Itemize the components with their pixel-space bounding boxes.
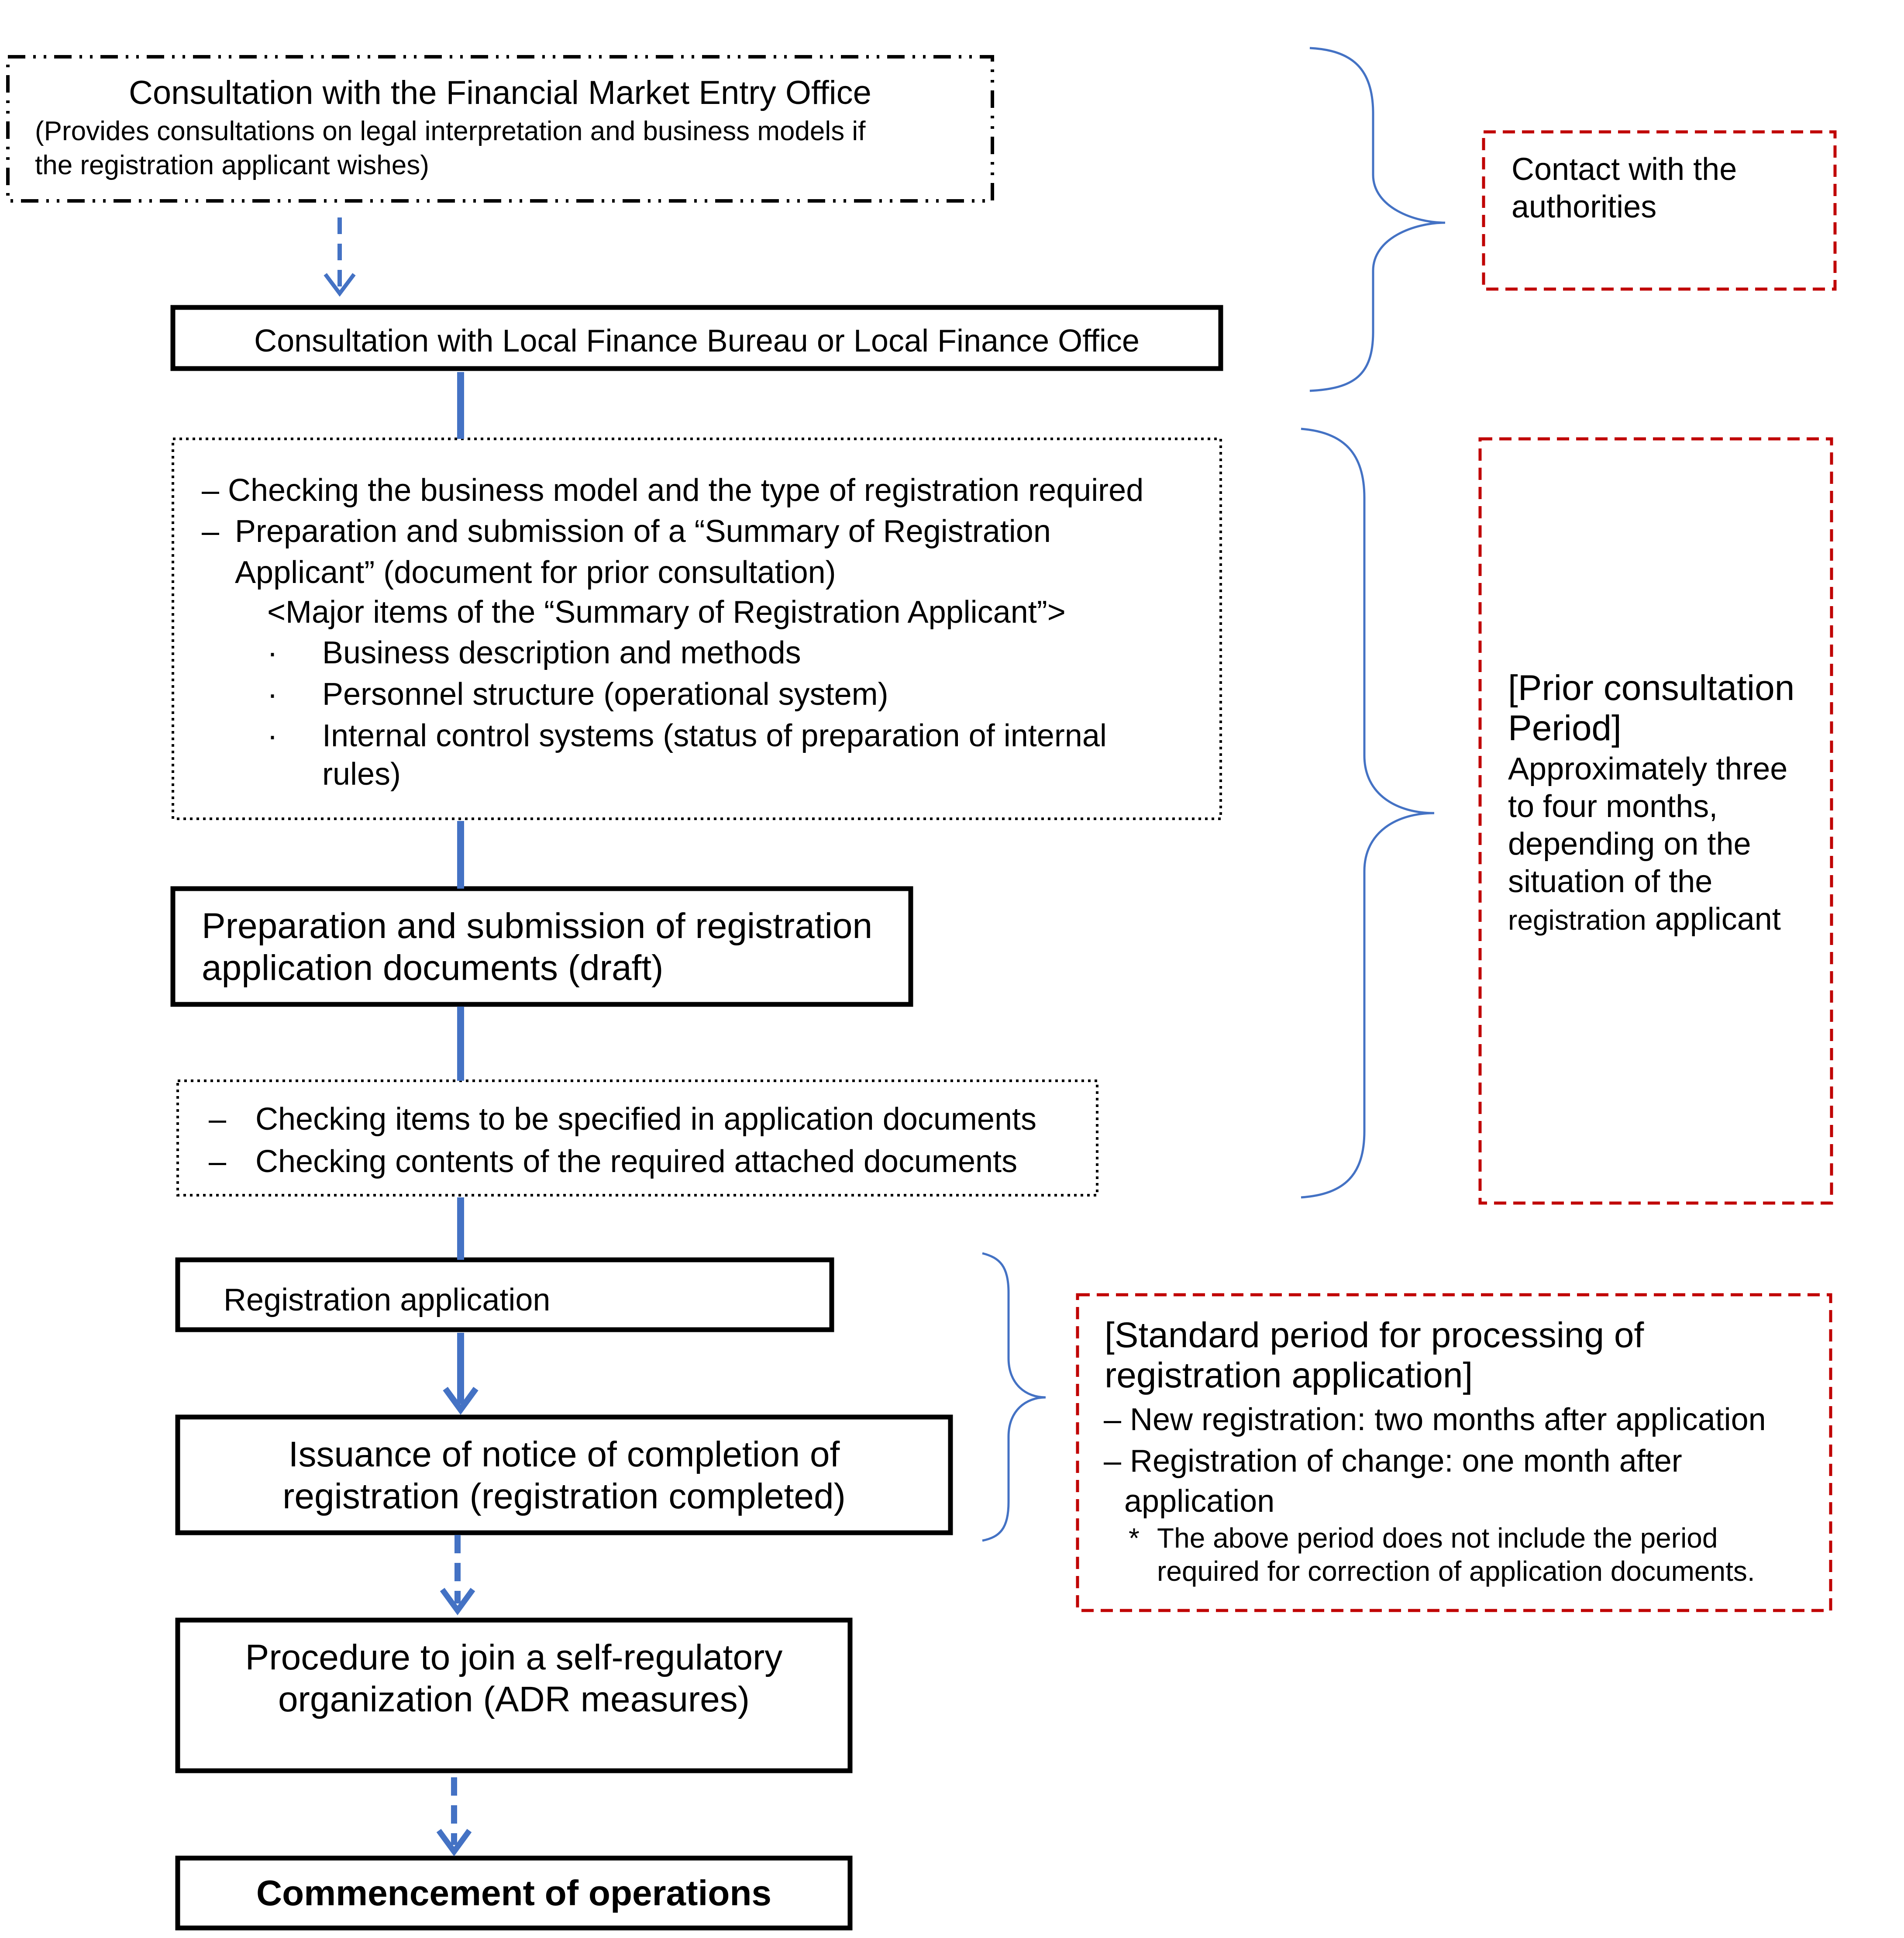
prior-check-bullet-3: ·: [267, 718, 278, 753]
prior-period-heading-1: [Prior consultation: [1508, 668, 1795, 708]
draft-docs-label: Preparation and submission of registrati…: [202, 905, 872, 989]
self-regulatory-label: Procedure to join a self-regulatory orga…: [178, 1637, 850, 1721]
draft-docs-line-2: application documents (draft): [202, 948, 664, 988]
prior-period-note-box: [1478, 437, 1833, 1205]
arrowhead-entry-to-bureau: [324, 273, 356, 297]
prior-check-line-4: <Major items of the “Summary of Registra…: [267, 595, 1066, 630]
completion-notice-label: Issuance of notice of completion of regi…: [178, 1434, 950, 1517]
prior-period-body: Approximately three to four months, depe…: [1508, 750, 1787, 938]
standard-period-footnote: The above period does not include the pe…: [1157, 1521, 1755, 1588]
doc-check-dash-2: –: [209, 1144, 227, 1179]
commencement-box: [175, 1855, 853, 1931]
local-bureau-box: [170, 305, 1223, 371]
entry-office-subtitle-line-2: the registration applicant wishes): [35, 150, 429, 180]
self-regulatory-line-1: Procedure to join a self-regulatory: [245, 1638, 783, 1677]
prior-check-box: [172, 438, 1222, 820]
registration-application-label: Registration application: [224, 1283, 551, 1317]
contact-note: Contact with the authorities: [1511, 151, 1737, 226]
completion-notice-box: [175, 1414, 953, 1535]
arrowhead-selfreg-to-commencement: [436, 1829, 472, 1857]
completion-notice-line-1: Issuance of notice of completion of: [288, 1435, 840, 1474]
braces: [982, 47, 1446, 1542]
entry-office-title: Consultation with the Financial Market E…: [129, 74, 871, 111]
standard-period-line-3: application: [1124, 1484, 1275, 1519]
doc-check-dash-1: –: [209, 1102, 227, 1137]
prior-period-line-4: situation of the: [1508, 864, 1713, 899]
standard-period-heading-1: [Standard period for processing of: [1105, 1315, 1644, 1355]
entry-office-subtitle: (Provides consultations on legal interpr…: [35, 114, 987, 183]
entry-office-node: Consultation with the Financial Market E…: [8, 73, 992, 113]
completion-notice-line-2: registration (registration completed): [282, 1476, 846, 1516]
prior-period-heading: [Prior consultation Period]: [1508, 668, 1794, 748]
prior-check-bullet-1: ·: [267, 635, 278, 670]
prior-check-dash-2: –: [202, 514, 220, 549]
standard-period-asterisk: *: [1129, 1522, 1140, 1554]
standard-period-dash-1: –: [1104, 1402, 1122, 1437]
prior-check-dash-1: –: [202, 473, 220, 508]
prior-period-line-2: to four months,: [1508, 789, 1718, 824]
doc-check-box: [176, 1079, 1098, 1197]
standard-period-heading-2: registration application]: [1105, 1355, 1473, 1395]
prior-check-item-2: Personnel structure (operational system): [322, 677, 888, 712]
prior-check-line-3: Applicant” (document for prior consultat…: [235, 555, 836, 590]
prior-check-bullet-2: ·: [267, 677, 278, 712]
self-regulatory-line-2: organization (ADR measures): [278, 1679, 750, 1719]
brace-standard-period: [982, 1252, 1046, 1542]
entry-office-subtitle-line-1: (Provides consultations on legal interpr…: [35, 116, 866, 146]
standard-period-line-1: New registration: two months after appli…: [1130, 1402, 1766, 1437]
prior-period-line-5-small: registration: [1508, 904, 1646, 936]
prior-period-line-5-rest: applicant: [1655, 902, 1781, 937]
draft-docs-box: [170, 886, 913, 1007]
self-regulatory-box: [175, 1617, 853, 1773]
standard-period-dash-2: –: [1104, 1444, 1122, 1479]
draft-docs-line-1: Preparation and submission of registrati…: [202, 906, 873, 946]
arrowhead-completion-to-selfreg: [440, 1588, 475, 1616]
prior-check-line-2: Preparation and submission of a “Summary…: [235, 514, 1051, 549]
note-boxes: [1076, 130, 1837, 1612]
prior-period-line-1: Approximately three: [1508, 752, 1788, 786]
contact-note-line-2: authorities: [1511, 190, 1657, 224]
brace-contact: [1309, 47, 1446, 392]
standard-period-footnote-2: required for correction of application d…: [1157, 1555, 1755, 1587]
brace-prior-period: [1301, 428, 1435, 1199]
flow-connectors: [324, 217, 479, 1857]
prior-period-line-3: depending on the: [1508, 827, 1751, 862]
standard-period-footnote-1: The above period does not include the pe…: [1157, 1522, 1718, 1554]
standard-period-line-2: Registration of change: one month after: [1130, 1444, 1682, 1479]
prior-period-line-5: registration applicant: [1508, 900, 1787, 938]
local-bureau-label: Consultation with Local Finance Bureau o…: [254, 324, 1140, 359]
doc-check-line-1: Checking items to be specified in applic…: [255, 1102, 1036, 1137]
commencement-label: Commencement of operations: [256, 1873, 772, 1913]
prior-check-item-3a: Internal control systems (status of prep…: [322, 718, 1107, 753]
standard-period-note-box: [1076, 1293, 1832, 1612]
registration-application-box: [175, 1257, 834, 1332]
entry-office-box: [6, 55, 994, 203]
prior-check-line-1: Checking the business model and the type…: [228, 473, 1144, 508]
standard-period-heading: [Standard period for processing of regis…: [1105, 1315, 1644, 1396]
contact-note-line-1: Contact with the: [1511, 152, 1737, 187]
prior-check-item-1: Business description and methods: [322, 635, 801, 670]
doc-check-line-2: Checking contents of the required attach…: [255, 1144, 1018, 1179]
arrowhead-application-to-completion: [443, 1386, 479, 1415]
prior-period-heading-2: Period]: [1508, 708, 1622, 748]
prior-check-item-3b: rules): [322, 757, 401, 792]
contact-note-box: [1482, 130, 1837, 291]
